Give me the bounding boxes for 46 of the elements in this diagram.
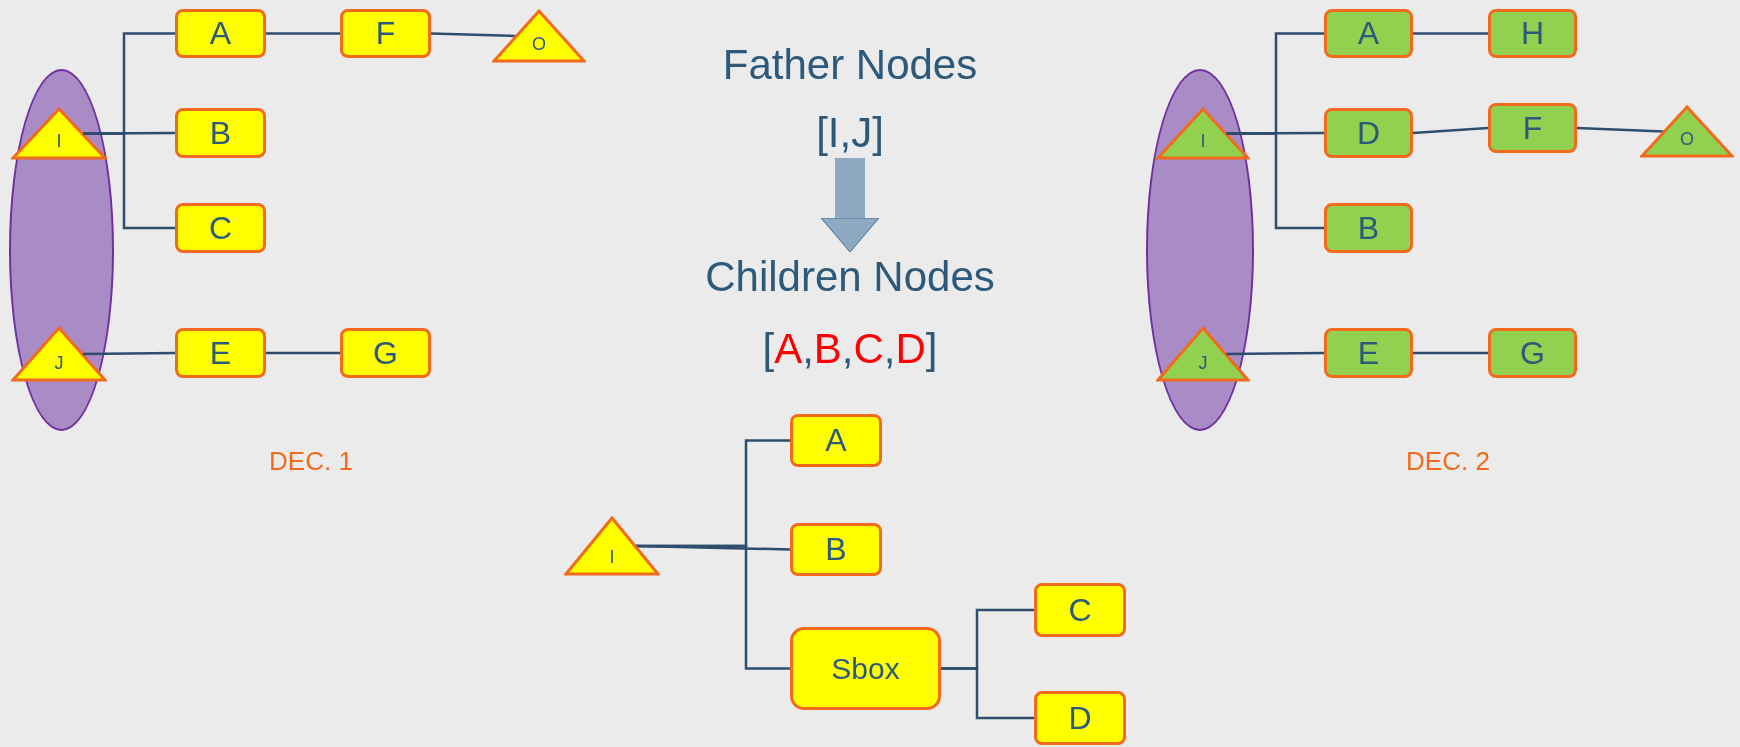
connector-line [1413,32,1488,35]
triangle-node: J [11,326,107,382]
node-list-text: [I,J] [816,108,884,158]
connector-line [1226,351,1324,356]
caption-text: DEC. 2 [1406,446,1490,477]
connector-line [1226,132,1324,230]
triangle-node: I [564,516,660,576]
process-box: E [175,328,266,378]
connector-line [1413,351,1488,355]
process-box: B [790,523,882,576]
process-box: F [1488,103,1577,153]
connector-line [266,351,340,355]
process-box: A [1324,9,1413,58]
heading-text: Father Nodes [722,40,978,90]
process-box: Sbox [790,627,941,710]
connector-line [636,544,790,670]
triangle-node: J [1156,326,1250,382]
triangle-node: O [492,9,586,63]
process-box: C [175,203,266,253]
node-list-text: [A,B,C,D] [762,324,938,374]
connector-line [83,351,175,356]
process-box: B [175,108,266,158]
connector-line [941,667,1034,720]
caption-text: DEC. 1 [269,446,353,477]
process-box: F [340,9,431,58]
heading-text: Children Nodes [705,252,995,302]
connector-line [1412,126,1489,135]
connector-line [1226,131,1324,135]
connector-line [1576,126,1664,133]
process-box: G [340,328,431,378]
block-arrow [820,158,880,253]
process-box: D [1324,108,1413,158]
triangle-node: O [1640,105,1734,158]
process-box: C [1034,583,1126,637]
connector-line [430,32,516,38]
triangle-node: I [1156,107,1250,160]
process-box: D [1034,691,1126,745]
process-box: B [1324,203,1413,253]
process-box: A [790,414,882,467]
connector-line [266,32,340,35]
triangle-node: I [11,107,107,160]
process-box: A [175,9,266,58]
process-box: H [1488,9,1577,58]
process-box: E [1324,328,1413,378]
connector-line [83,132,175,230]
process-box: G [1488,328,1577,378]
